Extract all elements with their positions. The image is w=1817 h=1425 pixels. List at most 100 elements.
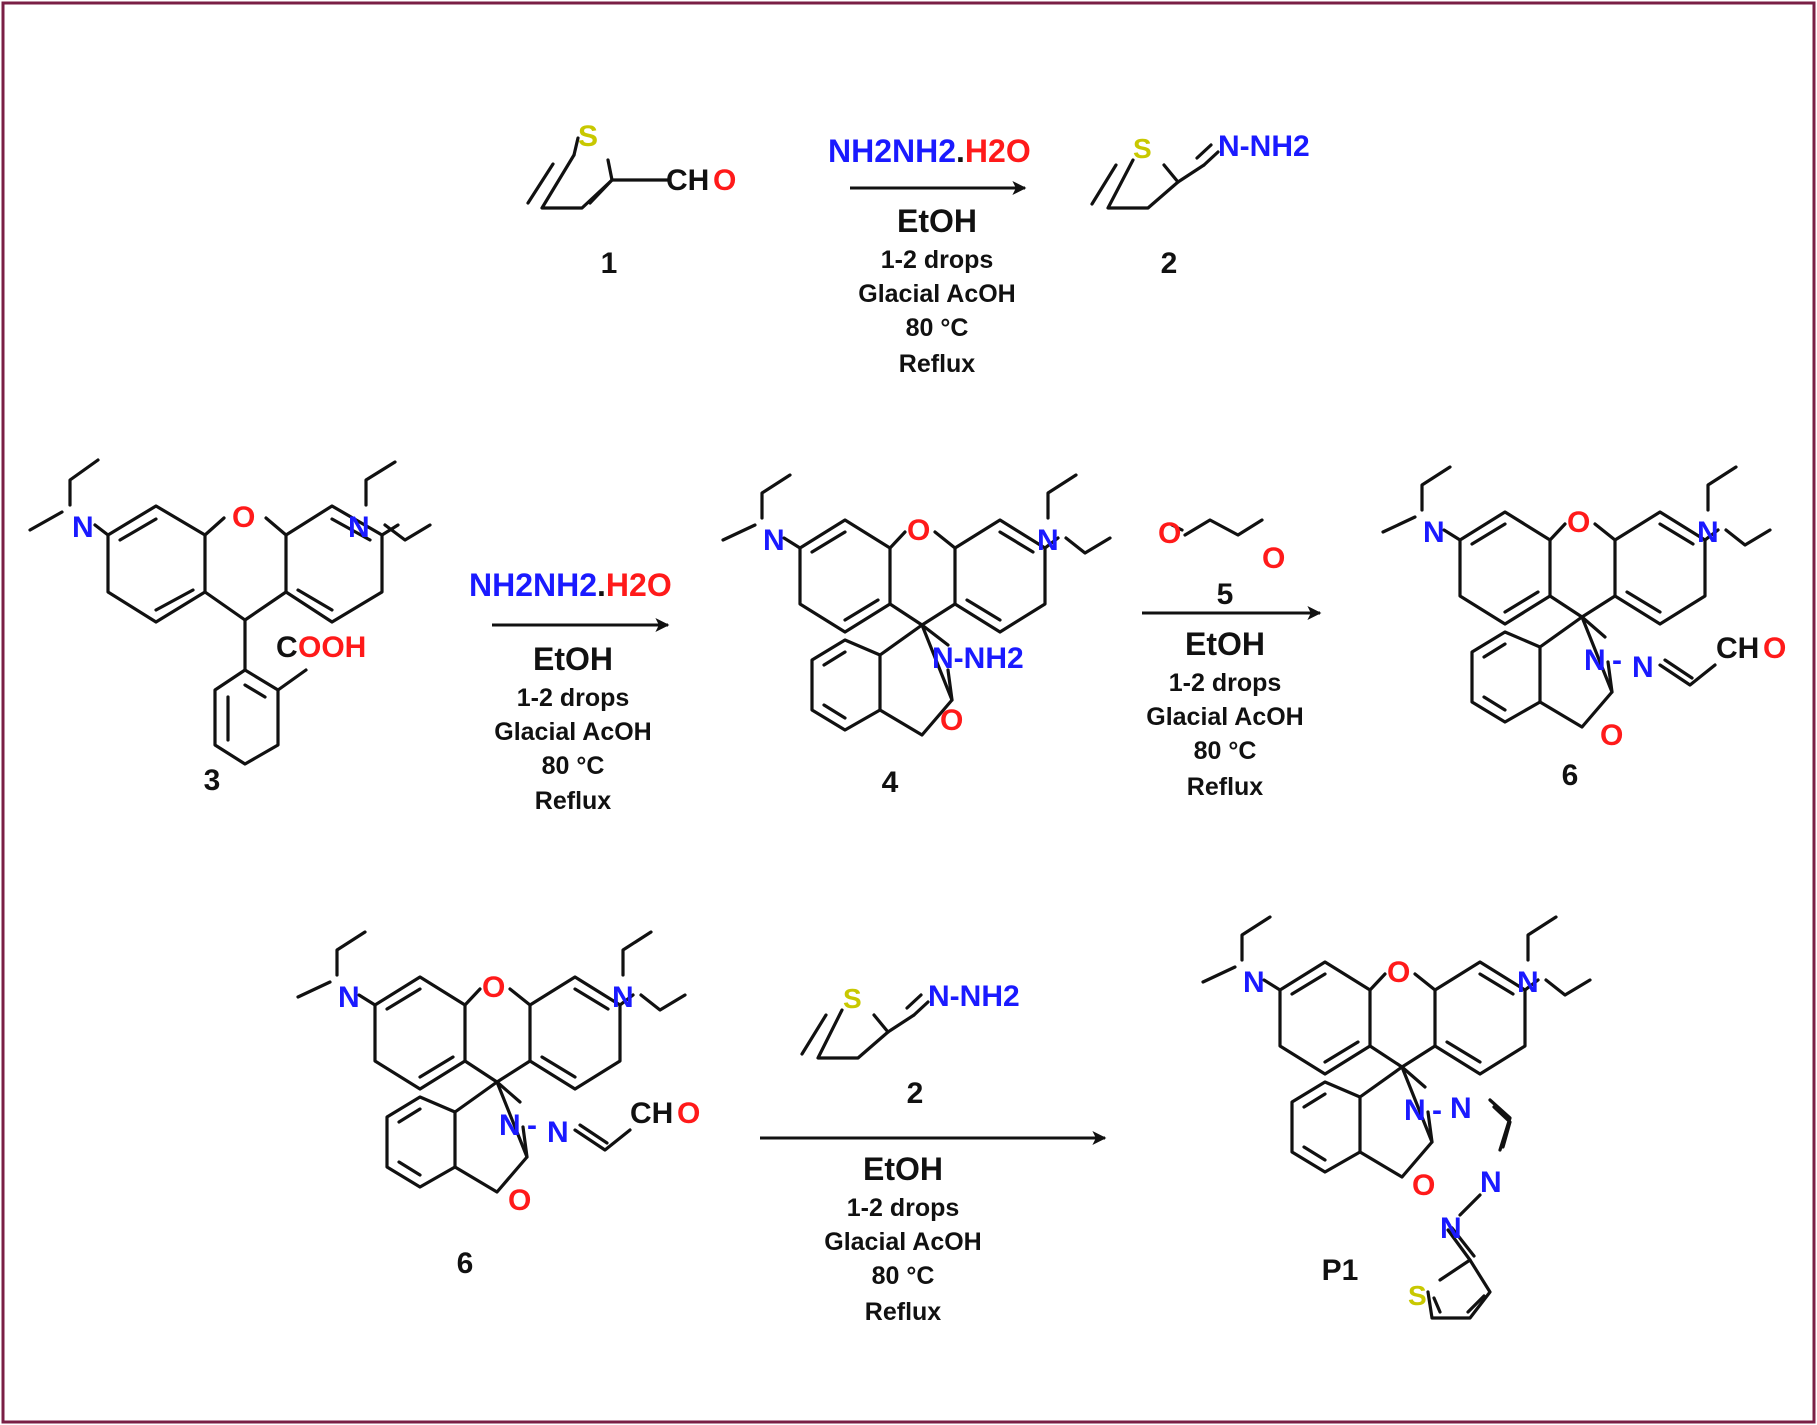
- carbonyl-oxygen: O: [508, 1184, 531, 1217]
- compound-3-label: 3: [204, 764, 221, 797]
- compound-2-reagent-label: 2: [907, 1077, 924, 1110]
- amino-hydrazide: N-NH2: [932, 642, 1024, 675]
- acid-amount-label: 1-2 drops: [1169, 669, 1282, 697]
- amide-nitrogen: N: [499, 1109, 521, 1142]
- solvent-label: EtOH: [897, 203, 977, 239]
- hydrazone-nitrogen: N: [547, 1116, 569, 1149]
- oxygen-atom: O: [482, 971, 505, 1004]
- solvent-label: EtOH: [1185, 626, 1265, 662]
- amide-nitrogen: N: [1404, 1094, 1426, 1127]
- compound-6-structure: O N N N N - CH O O: [1381, 465, 1786, 752]
- nitrogen-atom: N: [612, 981, 634, 1014]
- solvent-label: EtOH: [533, 641, 613, 677]
- bond-hyphen: -: [1432, 1094, 1442, 1127]
- acid-label: Glacial AcOH: [1146, 703, 1303, 731]
- temperature-label: 80 °C: [542, 752, 605, 780]
- oxygen-atom: O: [1262, 542, 1285, 575]
- nitrogen-atom: N: [72, 511, 94, 544]
- product-p1-label: P1: [1322, 1254, 1359, 1287]
- hydrazone-nitrogen: N: [1632, 651, 1654, 684]
- reaction-2-conditions: EtOH 1-2 drops Glacial AcOH 80 °C Reflux: [494, 641, 651, 815]
- reaction-2-reagents: NH2NH2.H2O: [469, 567, 672, 603]
- temperature-label: 80 °C: [1194, 737, 1257, 765]
- carboxyl-ooh: OOH: [298, 631, 366, 664]
- amide-nitrogen: N: [1584, 644, 1606, 677]
- reaction-3-conditions: EtOH 1-2 drops Glacial AcOH 80 °C Reflux: [1146, 626, 1303, 801]
- compound-3-structure: O N N C OOH: [28, 458, 432, 766]
- acid-label: Glacial AcOH: [824, 1228, 981, 1256]
- aldehyde-ch: CH: [1716, 632, 1759, 665]
- nitrogen-atom: N: [1697, 516, 1719, 549]
- acid-amount-label: 1-2 drops: [517, 684, 630, 712]
- svg-text:NH2NH2.H2O: NH2NH2.H2O: [828, 133, 1031, 169]
- acid-amount-label: 1-2 drops: [847, 1194, 960, 1222]
- temperature-label: 80 °C: [872, 1262, 935, 1290]
- reaction-1-reagents: NH2NH2.H2O: [828, 133, 1031, 169]
- carbonyl-oxygen: O: [1412, 1169, 1435, 1202]
- oxygen-atom: O: [1387, 956, 1410, 989]
- compound-6-reactant-label: 6: [457, 1247, 474, 1280]
- aldehyde-oxygen: O: [1763, 632, 1786, 665]
- hydrazone-group: N-NH2: [928, 980, 1020, 1013]
- compound-4-label: 4: [882, 766, 899, 799]
- compound-6-label: 6: [1562, 759, 1579, 792]
- hydrazone-group: N-NH2: [1218, 130, 1310, 163]
- nitrogen-atom: N: [1037, 524, 1059, 557]
- nitrogen-atom: N: [348, 511, 370, 544]
- nitrogen-atom: N: [338, 981, 360, 1014]
- azine-nitrogen: N: [1480, 1166, 1502, 1199]
- acid-amount-label: 1-2 drops: [881, 246, 994, 274]
- compound-1-structure: S CH O: [526, 120, 736, 210]
- compound-6-reactant-structure: O N N N - N CH O O: [296, 930, 700, 1217]
- azine-nitrogen: N: [1440, 1212, 1462, 1245]
- sulfur-atom: S: [1408, 1280, 1427, 1311]
- solvent-label: EtOH: [863, 1151, 943, 1187]
- carboxyl-carbon: C: [276, 631, 298, 664]
- compound-1-label: 1: [601, 247, 618, 280]
- nitrogen-atom: N: [1517, 966, 1539, 999]
- carbonyl-oxygen: O: [940, 704, 963, 737]
- reaction-1-conditions: EtOH 1-2 drops Glacial AcOH 80 °C Reflux: [858, 203, 1015, 378]
- hydrazone-nitrogen: N: [1450, 1092, 1472, 1125]
- compound-2-label: 2: [1161, 247, 1178, 280]
- sulfur-atom: S: [843, 983, 862, 1014]
- compound-4-structure: O N N N-NH2 O: [721, 473, 1112, 737]
- nitrogen-atom: N: [763, 524, 785, 557]
- oxygen-atom: O: [1158, 517, 1181, 550]
- compound-5-structure: O O: [1158, 517, 1285, 575]
- reagent-dot: .: [956, 133, 965, 169]
- oxygen-atom: O: [713, 164, 736, 197]
- reaction-4-conditions: EtOH 1-2 drops Glacial AcOH 80 °C Reflux: [824, 1151, 981, 1326]
- sulfur-atom: S: [578, 120, 598, 153]
- carbonyl-oxygen: O: [1600, 719, 1623, 752]
- acid-label: Glacial AcOH: [858, 280, 1015, 308]
- svg-text:NH2NH2.H2O: NH2NH2.H2O: [469, 567, 672, 603]
- hydrazine-reagent: NH2NH2: [828, 133, 956, 169]
- aldehyde-oxygen: O: [677, 1097, 700, 1130]
- temperature-label: 80 °C: [906, 314, 969, 342]
- bond-hyphen: -: [527, 1109, 537, 1142]
- water-reagent: H2O: [606, 567, 672, 603]
- acid-label: Glacial AcOH: [494, 718, 651, 746]
- bond-hyphen: -: [1612, 644, 1622, 677]
- hydrazine-reagent: NH2NH2: [469, 567, 597, 603]
- sulfur-atom: S: [1133, 133, 1152, 164]
- nitrogen-atom: N: [1243, 966, 1265, 999]
- water-reagent: H2O: [965, 133, 1031, 169]
- aldehyde-ch: CH: [630, 1097, 673, 1130]
- compound-2-reagent-structure: S N-NH2: [800, 980, 1020, 1060]
- compound-2-structure: S N-NH2: [1090, 130, 1310, 210]
- compound-5-label: 5: [1217, 578, 1234, 611]
- ch-group: CH: [666, 164, 709, 197]
- mode-label: Reflux: [899, 350, 976, 378]
- nitrogen-atom: N: [1423, 516, 1445, 549]
- mode-label: Reflux: [865, 1298, 942, 1326]
- oxygen-atom: O: [907, 514, 930, 547]
- product-p1-structure: O N N N - N N N O S: [1201, 915, 1592, 1320]
- oxygen-atom: O: [1567, 506, 1590, 539]
- oxygen-atom: O: [232, 501, 255, 534]
- mode-label: Reflux: [1187, 773, 1264, 801]
- mode-label: Reflux: [535, 787, 612, 815]
